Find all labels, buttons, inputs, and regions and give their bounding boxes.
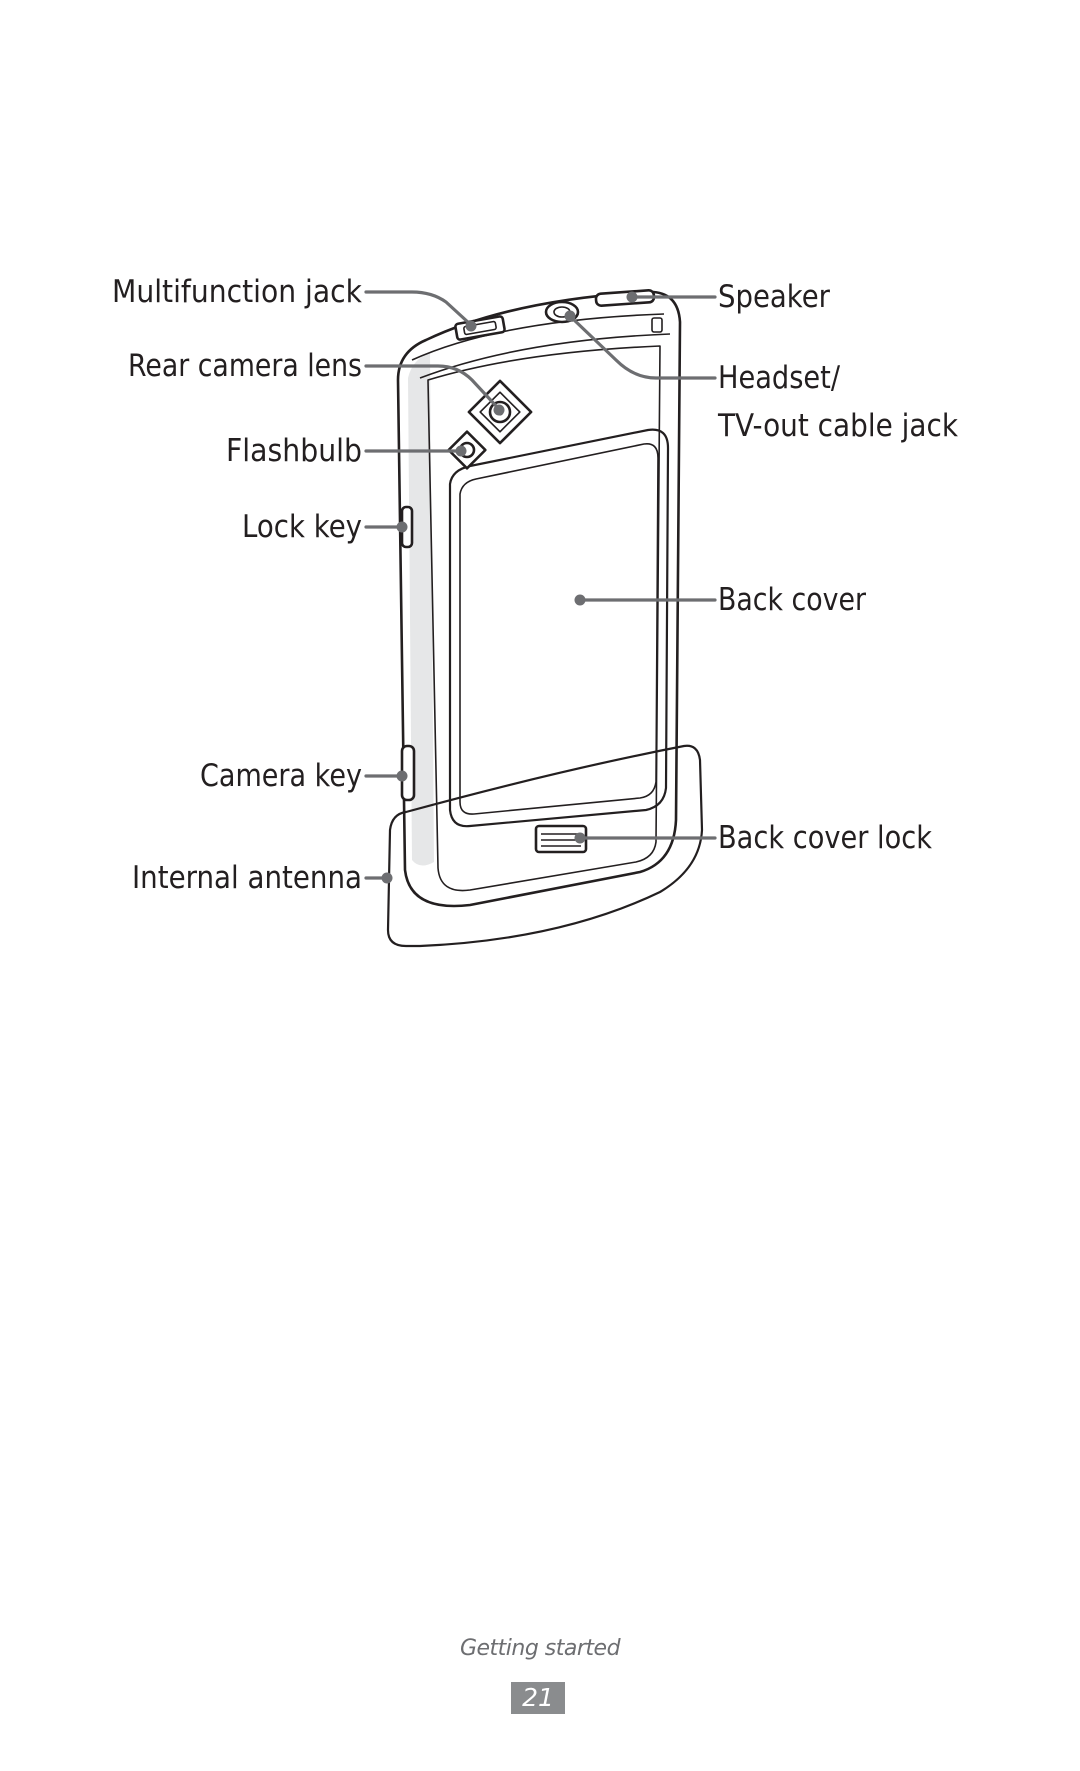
- internal-antenna-zone: [386, 744, 704, 948]
- inner-bezel: [427, 345, 661, 892]
- label-camera-key: Camera key: [200, 758, 362, 794]
- footer-section-title: Getting started: [459, 1636, 621, 1661]
- phone-side-shade: [408, 352, 434, 866]
- label-headset-line2: TV-out cable jack: [717, 408, 958, 444]
- top-cap: [411, 313, 665, 361]
- label-multifunction-jack: Multifunction jack: [112, 274, 362, 310]
- label-back-cover: Back cover: [718, 582, 866, 618]
- label-lock-key: Lock key: [242, 509, 362, 545]
- back-cover-panel: [448, 428, 670, 828]
- strap-hole: [651, 317, 663, 333]
- phone-illustration: [386, 289, 704, 948]
- label-speaker: Speaker: [718, 279, 830, 315]
- label-headset-line1: Headset/: [718, 360, 840, 396]
- label-rear-camera-lens: Rear camera lens: [128, 348, 362, 384]
- callout-labels: Multifunction jack Rear camera lens Flas…: [112, 274, 958, 896]
- footer-page-number: 21: [511, 1682, 565, 1714]
- top-cap-inner: [419, 333, 671, 379]
- label-internal-antenna: Internal antenna: [132, 860, 362, 896]
- back-cover-inner: [459, 442, 659, 815]
- label-flashbulb: Flashbulb: [226, 433, 362, 469]
- leader-lines: [364, 290, 717, 884]
- label-back-cover-lock: Back cover lock: [718, 820, 932, 856]
